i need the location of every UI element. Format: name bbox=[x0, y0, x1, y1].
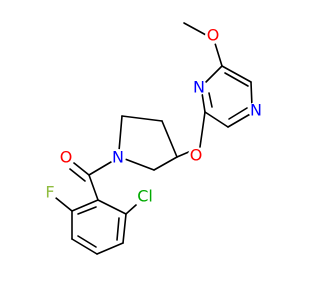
bond-pyrazine-c6-to-c5 bbox=[221, 65, 252, 83]
bond-pyrazine-n1-to-c6 bbox=[205, 65, 223, 83]
carbonyl-oxygen-label: O bbox=[60, 148, 73, 167]
bond-pyrazine-to-ether-oxygen bbox=[199, 111, 206, 148]
pyrazine-n1-label: N bbox=[193, 78, 205, 97]
bond-pyrazine-c2-to-n1-double bbox=[208, 92, 213, 108]
bond-aryl-to-chlorine bbox=[125, 204, 137, 215]
bond-layer bbox=[55, 22, 253, 255]
bond-carbonyl-double-b bbox=[69, 168, 86, 182]
pyrrolidine-nitrogen-label: N bbox=[112, 148, 124, 167]
bond-pyrrolidine-c2-to-c3 bbox=[153, 156, 178, 171]
bond-aryl-c1-to-c2 bbox=[97, 199, 127, 215]
bond-aryl-c2-to-c3-inner bbox=[116, 217, 120, 241]
bond-carbonyl-double-a bbox=[73, 162, 90, 176]
bond-aryl-c3-to-c4 bbox=[96, 242, 124, 255]
bond-pyrrolidine-c4-to-c5 bbox=[121, 115, 163, 122]
bond-methyl-to-methoxy-oxygen bbox=[183, 22, 207, 36]
bond-methoxy-oxygen-to-pyrazine bbox=[213, 39, 223, 67]
structure-svg: O N N O N O F Cl bbox=[42, 22, 264, 255]
molecule-diagram: O N N O N O F Cl bbox=[42, 22, 264, 255]
pyrazine-n4-label: N bbox=[250, 101, 262, 120]
bond-aryl-c6-to-c1 bbox=[71, 199, 99, 212]
bond-pyrrolidine-c3-to-c4 bbox=[161, 120, 178, 158]
bond-pyrazine-c2-to-n1 bbox=[201, 92, 206, 113]
bond-aryl-to-fluorine bbox=[55, 197, 73, 212]
bond-aryl-c6-to-c1-inner bbox=[77, 206, 97, 215]
bond-pyrazine-c5-to-n4 bbox=[250, 81, 253, 108]
bond-carbonyl-to-aryl bbox=[88, 174, 99, 201]
ether-oxygen-label: O bbox=[190, 146, 203, 165]
bond-pyrazine-n4-to-c3-double bbox=[228, 107, 248, 120]
bond-pyrazine-c3-to-c2 bbox=[204, 111, 229, 128]
fluorine-label: F bbox=[45, 183, 54, 202]
bond-pyrrolidine-c5-to-n1 bbox=[118, 115, 123, 152]
bond-pyrazine-c6-to-c5-double bbox=[224, 72, 249, 87]
bond-aryl-c2-to-c3 bbox=[122, 213, 127, 244]
bond-aryl-c4-to-c5 bbox=[71, 238, 98, 255]
bond-pyrrolidine-nitrogen-to-carbonyl bbox=[88, 161, 112, 176]
bond-pyrazine-n4-to-c3 bbox=[227, 112, 253, 128]
bond-aryl-c4-to-c5-inner bbox=[77, 235, 97, 248]
bond-pyrrolidine-n1-to-c2 bbox=[124, 158, 155, 171]
methoxy-oxygen-label: O bbox=[207, 26, 220, 45]
atom-label-layer: O N N O N O F Cl bbox=[42, 26, 264, 206]
chlorine-label: Cl bbox=[137, 187, 153, 206]
